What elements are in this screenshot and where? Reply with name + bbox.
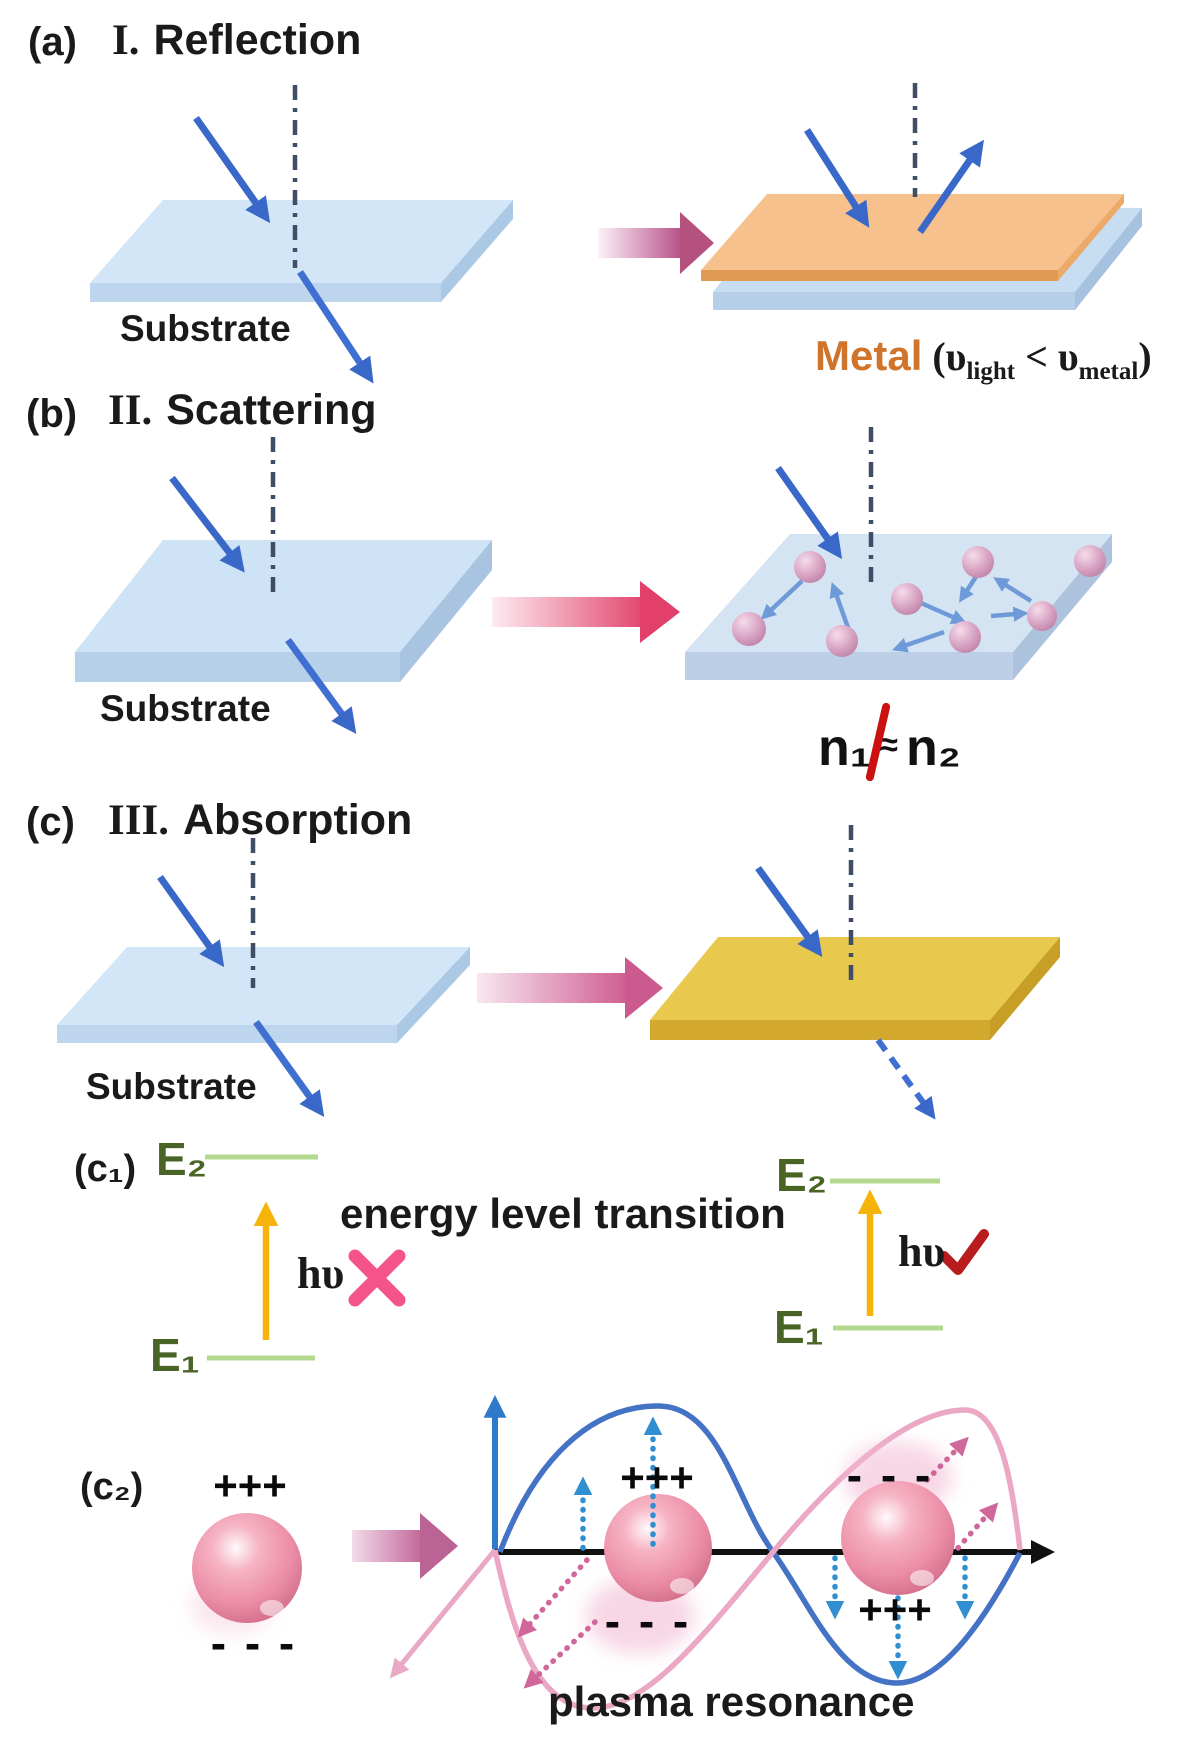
n2-symbol: n₂ bbox=[905, 719, 961, 777]
positive-charges-label: +++ bbox=[620, 1454, 694, 1501]
approx-symbol: ≈ bbox=[879, 726, 898, 764]
oblique-axis-arrow bbox=[389, 1548, 497, 1679]
panel-a-title: I. Reflection bbox=[112, 16, 361, 65]
transmitted-ray-arrow bbox=[253, 1019, 325, 1118]
panel-a-numeral: I. bbox=[112, 17, 140, 64]
panel-a-tag: (a) bbox=[28, 20, 77, 64]
n1-symbol: n₁ bbox=[818, 719, 872, 777]
panel-a-metal-slab bbox=[701, 194, 1142, 310]
substrate-label-c: Substrate bbox=[86, 1066, 257, 1107]
check-mark-icon bbox=[939, 1229, 989, 1275]
formula-sub-light: light bbox=[966, 358, 1016, 385]
standalone-nanosphere bbox=[190, 1513, 302, 1634]
negative-charges-label: - - - bbox=[846, 1449, 934, 1501]
field-dotted-arrows-blue bbox=[573, 1416, 975, 1680]
transmitted-ray-arrow bbox=[297, 270, 374, 384]
energy-diagram-left bbox=[205, 1154, 406, 1361]
formula-open: (υ bbox=[932, 334, 967, 379]
transition-block-arrow bbox=[352, 1513, 458, 1579]
c1-tag: (c₁) bbox=[74, 1148, 137, 1190]
incident-ray-arrow bbox=[169, 475, 245, 573]
wave-nanosphere-2 bbox=[841, 1481, 955, 1595]
x-mark-icon bbox=[348, 1249, 406, 1307]
transition-block-arrow bbox=[477, 957, 663, 1019]
panel-c-numeral: III. bbox=[108, 797, 169, 844]
incident-ray-arrow bbox=[157, 874, 225, 968]
hv-label-left: hυ bbox=[297, 1249, 345, 1298]
panel-b-title: II. Scattering bbox=[108, 386, 377, 435]
negative-charges-label: - - - bbox=[210, 1617, 298, 1669]
pink-field-wave bbox=[492, 1407, 1023, 1711]
positive-charges-label: +++ bbox=[213, 1462, 287, 1509]
incident-ray-arrow bbox=[755, 865, 823, 958]
panel-b-numeral: II. bbox=[108, 387, 153, 434]
metal-formula: (υlight < υmetal) bbox=[932, 333, 1151, 386]
plasma-resonance-caption: plasma resonance bbox=[548, 1678, 915, 1725]
hv-label-right: hυ bbox=[898, 1227, 946, 1276]
wave-nanosphere-1 bbox=[604, 1494, 712, 1602]
energy-transition-caption: energy level transition bbox=[340, 1190, 786, 1237]
e2-label-left: E₂ bbox=[156, 1133, 208, 1185]
panel-c-title-word: Absorption bbox=[182, 796, 413, 844]
panel-c-tag: (c) bbox=[26, 800, 75, 844]
substrate-label-b: Substrate bbox=[100, 688, 271, 729]
e1-label-left: E₁ bbox=[150, 1329, 200, 1381]
e2-label-right: E₂ bbox=[776, 1149, 828, 1201]
panel-c-title: III. Absorption bbox=[108, 796, 412, 845]
panel-c-absorber-slab bbox=[650, 937, 1060, 1040]
formula-mid: < υ bbox=[1015, 334, 1079, 379]
reflected-ray-arrow bbox=[917, 139, 984, 234]
panel-a-title-word: Reflection bbox=[153, 16, 362, 64]
field-dotted-arrows-pink bbox=[517, 1436, 999, 1689]
energy-diagram-right bbox=[830, 1178, 989, 1331]
incident-ray-arrow bbox=[775, 465, 843, 560]
incident-ray-arrow bbox=[804, 128, 870, 228]
panel-b-substrate-slab bbox=[75, 540, 492, 682]
formula-sub-metal: metal bbox=[1078, 358, 1139, 385]
metal-caption: Metal (υlight < υmetal) bbox=[815, 332, 1152, 386]
panel-b-title-word: Scattering bbox=[166, 386, 377, 434]
negative-charges-label: - - - bbox=[604, 1595, 692, 1647]
metal-word: Metal bbox=[815, 332, 923, 379]
formula-close: ) bbox=[1138, 334, 1152, 379]
transition-block-arrow bbox=[492, 581, 680, 643]
transition-block-arrow bbox=[598, 212, 714, 274]
panel-c-substrate-slab bbox=[57, 947, 470, 1043]
positive-charges-label: +++ bbox=[858, 1586, 932, 1633]
c2-tag: (c₂) bbox=[80, 1466, 144, 1508]
attenuated-ray-dashed-arrow bbox=[875, 1038, 936, 1120]
incident-ray-arrow bbox=[193, 115, 271, 224]
refractive-index-equation: n₁≈n₂ bbox=[818, 718, 961, 778]
e1-label-right: E₁ bbox=[774, 1301, 824, 1353]
transmitted-ray-arrow bbox=[285, 637, 357, 734]
nanoparticles bbox=[732, 545, 1106, 657]
panel-b-tag: (b) bbox=[26, 392, 78, 436]
panel-a-substrate-slab bbox=[90, 200, 513, 302]
substrate-label-a: Substrate bbox=[120, 308, 291, 349]
